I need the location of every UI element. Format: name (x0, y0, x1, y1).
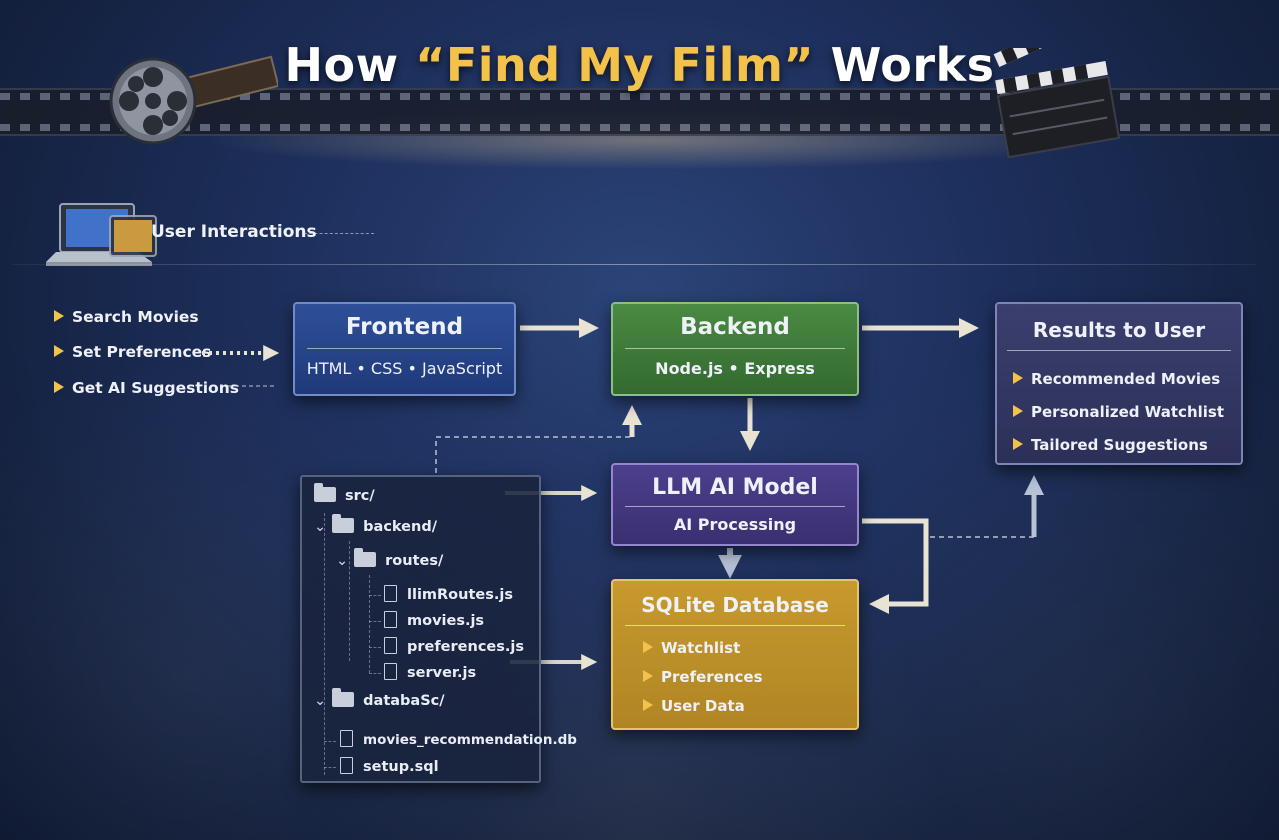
tree-item-database[interactable]: ⌄databaSc/ (314, 688, 445, 709)
action-search-movies: Search Movies (54, 308, 199, 326)
frontend-subtitle: HTML • CSS • JavaScript (306, 359, 503, 378)
tree-item-file[interactable]: preferences.js (384, 637, 524, 655)
file-icon (384, 637, 397, 654)
tree-item-file[interactable]: movies_recommendation.db (340, 730, 577, 748)
backend-separator (625, 348, 845, 349)
folder-icon (332, 688, 355, 707)
tree-guide (369, 575, 370, 673)
user-interactions-dash (304, 233, 374, 234)
arrow-llm-elbow-to-sqlite (862, 518, 929, 614)
user-interactions-label: User Interactions (151, 222, 317, 242)
results-list: Recommended Movies Personalized Watchlis… (997, 363, 1241, 462)
tree-guide (369, 673, 381, 674)
results-box: Results to User Recommended Movies Perso… (995, 302, 1243, 465)
title-highlight: “Find My Film” (415, 38, 815, 92)
folder-icon (332, 514, 355, 533)
file-icon (384, 663, 397, 680)
sqlite-list: Watchlist Preferences User Data (613, 634, 857, 721)
bullet-triangle-icon (643, 641, 653, 653)
folder-icon (314, 483, 336, 502)
backend-title: Backend (680, 314, 790, 340)
file-icon (384, 611, 397, 628)
results-separator (1007, 350, 1231, 351)
bullet-triangle-icon (1013, 438, 1023, 450)
tree-item-file[interactable]: llimRoutes.js (384, 585, 513, 603)
chevron-down-icon: ⌄ (336, 553, 349, 569)
tree-item-file[interactable]: movies.js (384, 611, 484, 629)
tree-guide (369, 595, 381, 596)
folder-icon (354, 548, 377, 567)
sqlite-separator (625, 625, 845, 626)
bullet-triangle-icon (1013, 405, 1023, 417)
sqlite-item: Preferences (643, 663, 857, 692)
frontend-box: Frontend HTML • CSS • JavaScript (293, 302, 516, 396)
tree-item-routes[interactable]: ⌄routes/ (336, 548, 444, 569)
llm-separator (625, 506, 845, 507)
tree-guide (349, 541, 350, 661)
llm-title: LLM AI Model (652, 475, 818, 500)
frontend-separator (307, 348, 502, 349)
sqlite-item: User Data (643, 692, 857, 721)
chevron-down-icon: ⌄ (314, 693, 327, 709)
bullet-triangle-icon (54, 381, 64, 393)
tree-item-file[interactable]: server.js (384, 663, 476, 681)
file-icon (384, 585, 397, 602)
llm-box: LLM AI Model AI Processing (611, 463, 859, 546)
results-item: Recommended Movies (1013, 363, 1241, 396)
tree-item-backend[interactable]: ⌄backend/ (314, 514, 438, 535)
bullet-triangle-icon (54, 345, 64, 357)
page-title: How “Find My Film” Works (284, 38, 995, 92)
frontend-title: Frontend (345, 314, 464, 340)
tree-guide (324, 767, 336, 768)
bullet-triangle-icon (54, 310, 64, 322)
file-icon (340, 757, 353, 774)
file-tree-panel: src/ ⌄backend/ ⌄routes/ llimRoutes.js mo… (300, 475, 577, 783)
backend-subtitle: Node.js • Express (655, 359, 815, 378)
clapperboard-icon (993, 48, 1121, 158)
tree-item-src[interactable]: src/ (314, 483, 375, 504)
results-item: Tailored Suggestions (1013, 429, 1241, 462)
dash-tree-to-backend (435, 436, 632, 473)
chevron-down-icon: ⌄ (314, 519, 327, 535)
section-divider (12, 264, 1257, 265)
tree-guide (324, 741, 336, 742)
sqlite-item: Watchlist (643, 634, 857, 663)
tree-guide (369, 621, 381, 622)
action-set-preferences: Set Preferences (54, 343, 211, 361)
llm-subtitle: AI Processing (673, 515, 797, 534)
results-title: Results to User (1032, 318, 1206, 342)
bullet-triangle-icon (1013, 372, 1023, 384)
backend-box: Backend Node.js • Express (611, 302, 859, 396)
bullet-triangle-icon (643, 699, 653, 711)
results-item: Personalized Watchlist (1013, 396, 1241, 429)
sqlite-box: SQLite Database Watchlist Preferences Us… (611, 579, 859, 730)
sqlite-title: SQLite Database (641, 593, 829, 617)
file-icon (340, 730, 353, 747)
tree-guide (324, 513, 325, 775)
tree-item-file[interactable]: setup.sql (340, 757, 439, 775)
film-reel-icon (109, 55, 278, 145)
bullet-triangle-icon (643, 670, 653, 682)
action-get-ai-suggestions: Get AI Suggestions (54, 379, 239, 397)
tree-guide (369, 647, 381, 648)
